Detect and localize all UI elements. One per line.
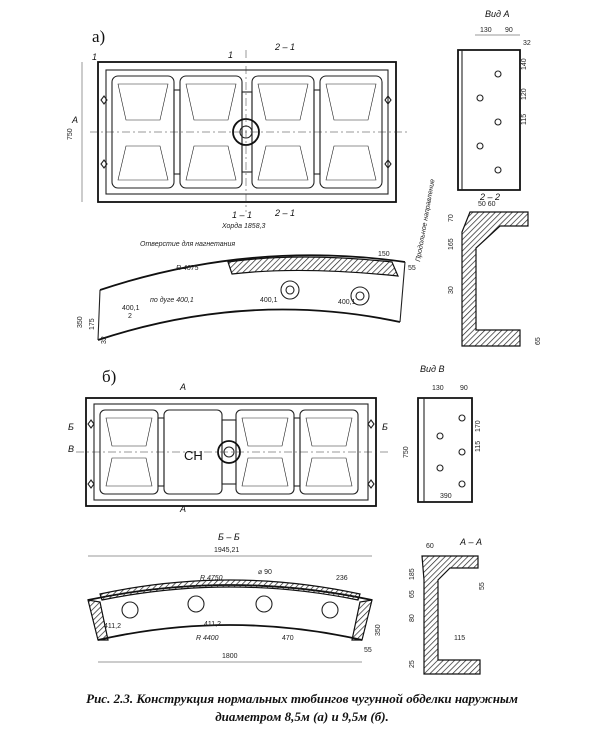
dim-115-b: 115 [475, 441, 482, 452]
center-text: СН [184, 448, 203, 463]
drawing-canvas: а) 2 – 1 1 1 750 А 2 – 1 [67, 9, 542, 675]
arrow-a-bottom-b: А [179, 504, 186, 514]
chord-label: Хорда 1858,3 [221, 222, 266, 230]
section-bb: R 4750 ⌀ 90 236 411,2 411,2 R 4400 470 1… [87, 569, 382, 663]
dim-60-aa: 60 [426, 543, 434, 550]
marker-1-mid: 1 [228, 50, 233, 60]
dim-90-a: 90 [505, 27, 513, 34]
dim-65-aa: 65 [409, 590, 416, 598]
section-2-2: 50 60 70 165 30 65 [448, 201, 542, 347]
arrow-a-top-b: А [179, 382, 186, 392]
dim-55-b: 55 [364, 647, 372, 654]
dim-30: 30 [448, 286, 455, 294]
dim-750-a: 750 [67, 128, 74, 140]
figure-caption: Рис. 2.3. Конструкция нормальных тюбинго… [0, 690, 604, 726]
dim-50-60: 50 60 [478, 201, 496, 208]
section-2-2-label: 2 – 2 [479, 192, 500, 202]
section-2-1-bottom: 2 – 1 [274, 208, 295, 218]
arrow-a-label: А [71, 115, 78, 125]
dim-1800: 1800 [222, 653, 238, 660]
dim-170: 170 [475, 420, 482, 432]
section-bb-label: Б – Б [218, 532, 240, 542]
plan-view-b: СН [76, 397, 390, 507]
section-aa-label: А – А [459, 537, 482, 547]
side-view-b: 750 130 90 170 115 390 [403, 385, 482, 503]
dim-65: 65 [535, 337, 542, 345]
dim-390: 390 [440, 493, 452, 500]
dim-470: 470 [282, 635, 294, 642]
dim-80-aa: 80 [409, 614, 416, 622]
dim-236: 236 [336, 575, 348, 582]
dim-2: 2 [128, 313, 132, 320]
dim-130-a: 130 [480, 27, 492, 34]
dim-25-aa: 25 [409, 660, 416, 668]
dim-411-b: 411,2 [204, 621, 221, 628]
dim-400-b: 400,1 [260, 297, 278, 304]
arrow-b-right: Б [382, 422, 388, 432]
dim-400-c: 400,1 [338, 299, 356, 306]
dim-32-a: 32 [523, 40, 531, 47]
dim-165: 165 [448, 238, 455, 250]
view-a-label: Вид А [485, 9, 510, 19]
dim-90-b: 90 [460, 385, 468, 392]
dim-32-b: 32 [101, 336, 108, 344]
hole-label: Отверстие для нагнетания [140, 240, 235, 248]
dim-350-b: 350 [375, 624, 382, 636]
dim-70: 70 [448, 214, 455, 222]
arrow-b-left: Б [68, 422, 74, 432]
section-1-1-label: 1 – 1 [232, 210, 252, 220]
marker-1-left: 1 [92, 52, 97, 62]
dim-r4750: R 4750 [200, 575, 223, 582]
view-v-label: Вид В [420, 364, 445, 374]
dim-arc: по дуге 400,1 [150, 296, 194, 304]
dim-115-a: 115 [521, 114, 528, 125]
direction-label: Продольное направление [414, 178, 436, 262]
dim-175: 175 [89, 318, 96, 330]
dim-411-a: 411,2 [104, 623, 121, 630]
part-a-marker: а) [92, 27, 105, 46]
dim-185: 185 [409, 568, 416, 580]
dim-55: 55 [408, 265, 416, 272]
section-2-1-top: 2 – 1 [274, 42, 295, 52]
side-view-a: 130 90 32 140 120 115 [457, 27, 531, 191]
dim-140-a: 140 [521, 58, 528, 70]
dim-150: 150 [378, 251, 390, 258]
section-aa: 60 185 65 80 55 115 25 [409, 543, 486, 675]
dim-r4400: R 4400 [196, 635, 219, 642]
part-b-marker: б) [102, 367, 116, 386]
dim-r4075: R 4075 [176, 265, 199, 272]
dim-400-a: 400,1 [122, 305, 140, 312]
arrow-v: В [68, 444, 74, 454]
dim-d90: ⌀ 90 [258, 569, 272, 576]
dim-55-aa: 55 [479, 582, 486, 590]
dim-120-a: 120 [521, 88, 528, 100]
dim-1945: 1945,21 [214, 547, 239, 554]
dim-130-b: 130 [432, 385, 444, 392]
dim-350-a: 350 [77, 316, 84, 328]
section-1-1: R 4075 по дуге 400,1 400,1 400,1 400,1 1… [77, 251, 416, 344]
plan-view-a: 750 А [67, 50, 410, 212]
caption-line-1: Рис. 2.3. Конструкция нормальных тюбинго… [86, 691, 518, 706]
caption-line-2: диаметром 8,5м (а) и 9,5м (б). [215, 709, 389, 724]
dim-750-b: 750 [403, 446, 410, 458]
dim-115-aa: 115 [454, 635, 465, 642]
